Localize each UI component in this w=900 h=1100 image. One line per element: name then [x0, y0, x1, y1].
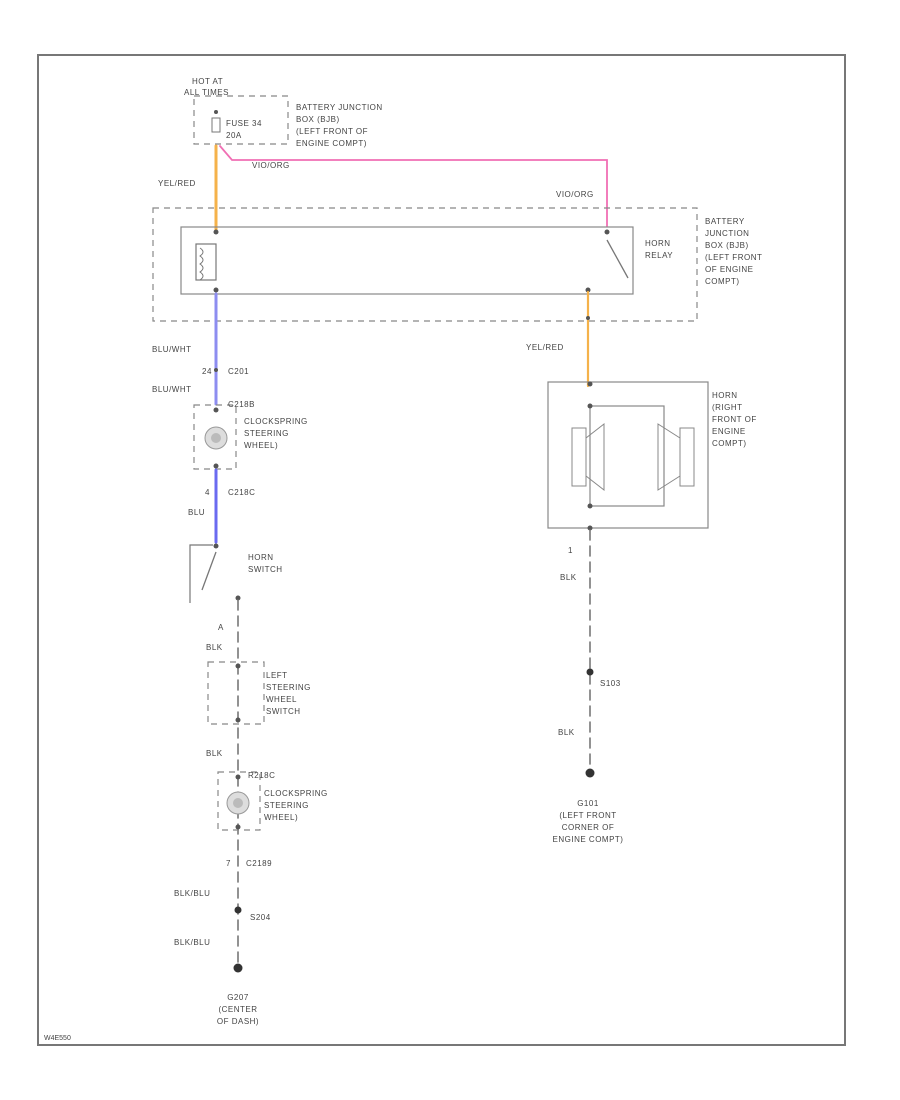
wire-label-blu: BLU: [188, 508, 205, 517]
fuse-symbol: [211, 110, 221, 133]
fuse-box-outline: [193, 95, 289, 145]
splice-s204: [234, 906, 242, 914]
pin-label-a: A: [218, 623, 224, 632]
clockspring-2-bottom-pin: [235, 824, 241, 830]
horn-inner-box: [589, 405, 665, 507]
diagram-frame: [37, 54, 846, 1046]
pin-label-7: 7: [226, 859, 231, 868]
horn-bottom-pin: [587, 525, 593, 531]
pin-label-24: 24: [202, 367, 212, 376]
horn-switch-symbol: [189, 543, 241, 603]
wire-label-blk-4: BLK: [558, 728, 575, 737]
wire-label-yel-red-right: YEL/RED: [526, 343, 564, 352]
splice-label-s204: S204: [250, 913, 271, 922]
splice-label-s103: S103: [600, 679, 621, 688]
connector-label-c201: C201: [228, 367, 249, 376]
clockspring-1-hub: [211, 433, 221, 443]
connector-label-c218c: C218C: [228, 488, 255, 497]
connector-label-r218c: R218C: [248, 771, 275, 780]
horn-outer-box: [547, 381, 709, 529]
diagram-code: W4E550: [44, 1035, 71, 1042]
ground-g101: [585, 768, 595, 778]
wire-label-blk-2: BLK: [206, 749, 223, 758]
wire-label-blk-blu-1: BLK/BLU: [174, 889, 210, 898]
connector-label-c2189: C2189: [246, 859, 272, 868]
relay-coil: [195, 229, 219, 293]
wire-label-blu-wht-2: BLU/WHT: [152, 385, 192, 394]
wire-label-blk-3: BLK: [560, 573, 577, 582]
connector-c201-pin: [214, 368, 218, 372]
splice-s103: [586, 668, 594, 676]
clockspring-2-hub: [233, 798, 243, 808]
ground-g207: [233, 963, 243, 973]
connector-label-c218b: C218B: [228, 400, 255, 409]
pin-label-1: 1: [568, 546, 573, 555]
clockspring-2-outline: [217, 771, 261, 831]
pin-label-4: 4: [205, 488, 210, 497]
left-steering-switch-outline: [207, 661, 265, 725]
wire-label-blk-blu-2: BLK/BLU: [174, 938, 210, 947]
wire-label-vio-org-right: VIO/ORG: [556, 190, 594, 199]
horn-inner-top-pin: [587, 403, 593, 409]
bjb-right-pin: [586, 316, 590, 320]
bjb-outline: [152, 207, 698, 322]
clockspring-2-top-pin: [235, 774, 241, 780]
clockspring-1-bottom-pin: [213, 463, 219, 469]
relay-box: [180, 226, 634, 295]
wire-label-vio-org-top: VIO/ORG: [252, 161, 290, 170]
clockspring-1-top-pin: [213, 407, 219, 413]
horn-speaker-icon-right: [657, 423, 695, 491]
horn-inner-bottom-pin: [587, 503, 593, 509]
horn-speaker-icon-left: [571, 422, 605, 492]
left-steering-switch-top-pin: [235, 663, 241, 669]
horn-top-pin: [587, 381, 593, 387]
wire-label-yel-red-left: YEL/RED: [158, 179, 196, 188]
wire-label-blu-wht-1: BLU/WHT: [152, 345, 192, 354]
wire-label-blk-1: BLK: [206, 643, 223, 652]
wire-vio-org: [219, 145, 608, 227]
relay-switch-contact: [585, 229, 629, 293]
left-steering-switch-bottom-pin: [235, 717, 241, 723]
